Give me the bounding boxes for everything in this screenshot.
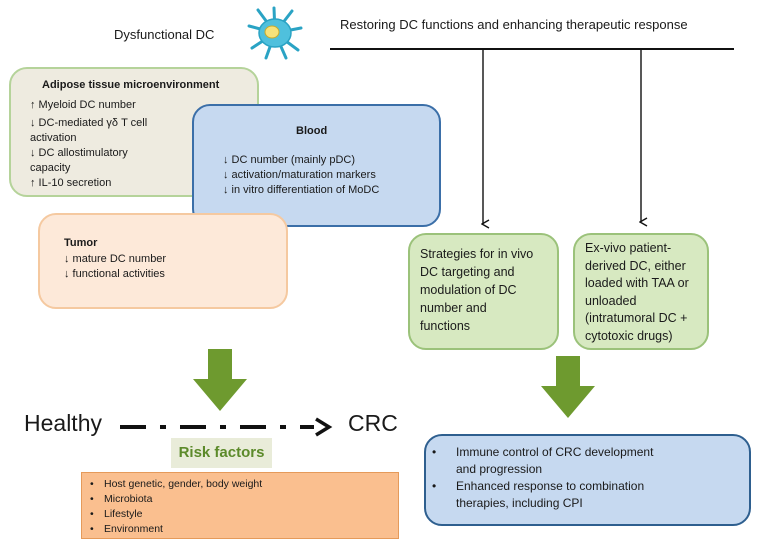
- tumor-line: ↓ functional activities: [64, 268, 165, 280]
- outcome-item-line: therapies, including CPI: [456, 496, 583, 510]
- risk-factors-list: Host genetic, gender, body weight Microb…: [86, 477, 262, 537]
- exvivo-line: loaded with TAA or: [585, 276, 689, 290]
- dysfunctional-dc-title: Dysfunctional DC: [114, 27, 215, 42]
- outcome-item: • Immune control of CRC development and …: [432, 445, 654, 476]
- blood-line: ↓ DC number (mainly pDC): [223, 154, 356, 166]
- exvivo-line: cytotoxic drugs): [585, 328, 673, 343]
- risk-factor-item: Environment: [86, 522, 262, 537]
- restoring-dc-title: Restoring DC functions and enhancing the…: [340, 17, 688, 32]
- adipose-line: ↑ Myeloid DC number: [30, 99, 136, 111]
- exvivo-line: unloaded: [585, 293, 637, 308]
- tumor-title: Tumor: [64, 237, 98, 249]
- strategies-line: functions: [420, 319, 471, 333]
- blood-title: Blood: [296, 125, 328, 137]
- outcome-item-line: and progression: [456, 462, 543, 476]
- blood-lines: ↓ DC number (mainly pDC) ↓ activation/ma…: [223, 153, 379, 198]
- risk-factors-title: Risk factors: [178, 444, 265, 461]
- outcome-item-line: Immune control of CRC development: [456, 445, 654, 459]
- dendritic-cell-icon: [247, 6, 303, 60]
- adipose-title: Adipose tissue microenvironment: [42, 79, 220, 91]
- risk-factor-item: Lifestyle: [86, 507, 262, 522]
- blood-line: ↓ in vitro differentiation of MoDC: [223, 184, 380, 196]
- risk-factor-item: Microbiota: [86, 492, 262, 507]
- exvivo-line: (intratumoral DC +: [585, 311, 688, 325]
- risk-factors-header: [171, 438, 272, 468]
- exvivo-lines: Ex-vivo patient- derived DC, either load…: [585, 240, 689, 345]
- green-down-arrow-right: [541, 356, 595, 418]
- outcome-box: [424, 434, 751, 526]
- outcome-list: • Immune control of CRC development and …: [432, 444, 653, 512]
- blood-box: [192, 104, 441, 227]
- exvivo-box: [573, 233, 709, 350]
- tumor-box: [38, 213, 288, 309]
- dash-dot-arrow: [120, 417, 333, 437]
- risk-factor-item: Host genetic, gender, body weight: [86, 477, 262, 492]
- strategies-line: DC targeting and: [420, 265, 515, 279]
- tumor-lines: ↓ mature DC number ↓ functional activiti…: [64, 252, 166, 282]
- adipose-line: activation: [30, 132, 77, 144]
- adipose-line: capacity: [30, 162, 71, 174]
- strategies-line: modulation of DC: [420, 283, 517, 297]
- adipose-lines: ↑ Myeloid DC number ↓ DC-mediated γδ T c…: [30, 98, 147, 191]
- exvivo-line: Ex-vivo patient-: [585, 241, 672, 255]
- strategies-lines: Strategies for in vivo DC targeting and …: [420, 245, 533, 335]
- adipose-line: ↓ DC-mediated γδ T cell: [30, 117, 148, 129]
- adipose-line: ↓ DC allostimulatory: [30, 147, 128, 159]
- healthy-label: Healthy: [24, 410, 102, 436]
- green-down-arrow-left: [193, 349, 247, 411]
- strategies-line: number and: [420, 301, 487, 315]
- blood-line: ↓ activation/maturation markers: [223, 169, 376, 181]
- strategies-line: Strategies for in vivo: [420, 247, 534, 261]
- strategies-box: [408, 233, 559, 350]
- tumor-line: ↓ mature DC number: [64, 253, 167, 265]
- outcome-item: • Enhanced response to combination thera…: [432, 478, 653, 512]
- adipose-line: ↑ IL-10 secretion: [30, 177, 112, 189]
- exvivo-line: derived DC, either: [585, 258, 686, 273]
- outcome-item-line: Enhanced response to combination: [456, 479, 645, 493]
- crc-label: CRC: [348, 410, 398, 436]
